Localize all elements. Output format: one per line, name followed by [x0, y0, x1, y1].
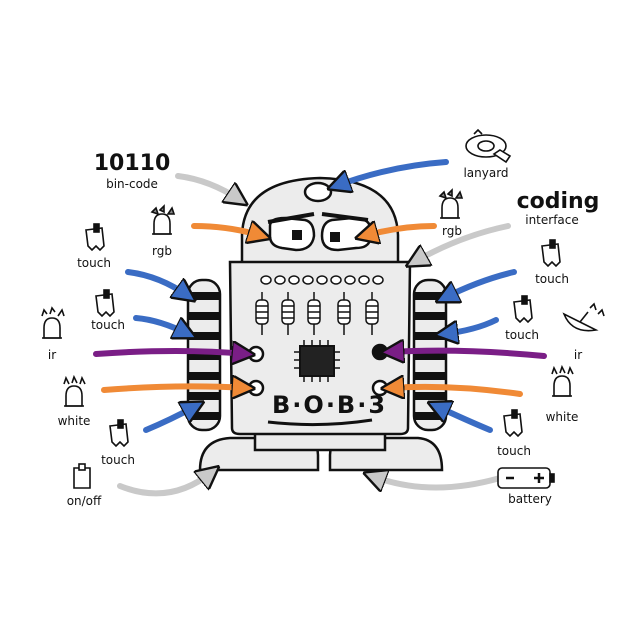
rgb-led-icon [150, 204, 176, 235]
arrow-battery [372, 476, 503, 488]
arrow-white-right [390, 387, 523, 394]
ir-sensor-right [371, 343, 389, 361]
white-led-left [247, 379, 265, 397]
arrow-rgb-left [191, 226, 262, 236]
label-rgb-left: rgb [152, 244, 172, 258]
arrows [93, 159, 547, 497]
arrow-lanyard [336, 159, 449, 186]
label-battery: battery [508, 492, 552, 506]
touch-icon [503, 409, 523, 438]
robot [186, 176, 448, 472]
arrow-bin-code [175, 173, 240, 200]
label-bin-code: bin-code [106, 177, 158, 191]
arrow-touch-l1 [125, 269, 188, 296]
label-coding: coding [516, 189, 600, 214]
battery-icon [497, 467, 555, 489]
arrow-interface [414, 223, 511, 262]
touch-icon [513, 295, 533, 324]
bin-code-value: 10110 [93, 151, 171, 176]
label-touch-r1: touch [535, 272, 569, 286]
touch-icon [85, 223, 105, 252]
label-white-right: white [545, 410, 579, 424]
arrow-ir-right [390, 351, 547, 356]
label-touch-r2: touch [505, 328, 539, 342]
microcontroller-chip [294, 340, 340, 382]
white-led-icon [63, 374, 86, 407]
arrow-touch-r3 [436, 406, 493, 433]
rgb-led-icon [438, 188, 464, 219]
on-off-switch-icon [73, 463, 91, 489]
arrow-ir-left [93, 351, 246, 354]
arrow-touch-r1 [444, 269, 517, 298]
label-white-left: white [57, 414, 91, 428]
label-touch-r3: touch [497, 444, 531, 458]
resistor-row [255, 292, 379, 335]
label-on-off: on/off [66, 494, 102, 508]
label-lanyard: lanyard [463, 166, 509, 180]
ir-led-icon [41, 306, 65, 339]
touch-icon [541, 239, 561, 268]
ir-receiver-dish-icon [562, 302, 605, 332]
label-rgb-right: rgb [442, 224, 462, 238]
touch-icon [95, 289, 115, 318]
robot-name-plate: B·O·B·3 [272, 391, 388, 419]
label-touch-l2: touch [91, 318, 125, 332]
robot-antenna-led [303, 181, 333, 203]
label-interface: interface [525, 213, 579, 227]
arrow-on-off [117, 472, 212, 497]
label-ir-right: ir [573, 348, 583, 362]
arrow-rgb-right [364, 226, 437, 236]
arrow-touch-l3 [143, 406, 196, 433]
ir-sensor-left [247, 345, 265, 363]
label-ir-left: ir [47, 348, 57, 362]
arrow-white-left [101, 386, 246, 390]
white-led-icon [551, 364, 574, 397]
arrow-touch-r2 [444, 317, 499, 334]
touch-icon [109, 419, 129, 448]
label-touch-l3: touch [101, 453, 135, 467]
lanyard-icon [465, 128, 512, 164]
arrow-touch-l2 [133, 315, 188, 334]
label-touch-l1: touch [77, 256, 111, 270]
led-row [260, 275, 384, 285]
icons [41, 128, 605, 489]
